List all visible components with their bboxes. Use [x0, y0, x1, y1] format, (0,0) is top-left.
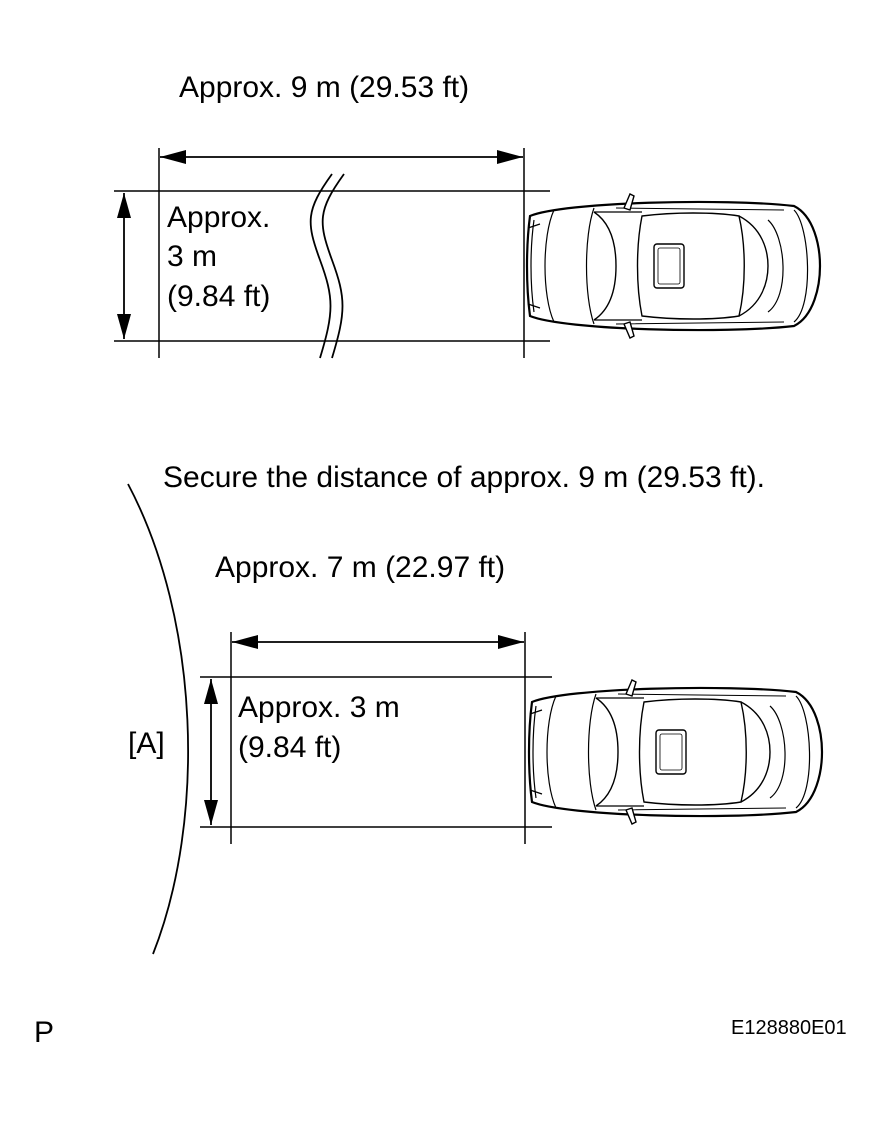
- top-width-arrow-down: [117, 314, 131, 339]
- top-break-symbol-left: [309, 173, 333, 359]
- bottom-length-label: Approx. 7 m (22.97 ft): [215, 551, 506, 584]
- bottom-length-arrow-left: [232, 635, 258, 649]
- area-a-curve: [127, 483, 189, 955]
- top-break-symbol-right: [321, 173, 345, 359]
- top-length-arrow-left: [160, 150, 186, 164]
- top-car-illustration: [525, 192, 822, 340]
- page-marker: P: [34, 1016, 55, 1049]
- bottom-width-label-line2: (9.84 ft): [238, 731, 342, 764]
- bottom-width-arrow-down: [204, 800, 218, 825]
- top-length-label: Approx. 9 m (29.53 ft): [179, 71, 470, 104]
- bottom-width-arrow-up: [204, 679, 218, 704]
- top-width-label-line1: Approx.: [167, 201, 271, 234]
- top-diagram: [114, 148, 822, 359]
- bottom-width-label-line1: Approx. 3 m: [238, 691, 400, 724]
- top-width-arrow-up: [117, 193, 131, 218]
- bottom-diagram: [127, 483, 824, 955]
- bottom-length-arrow-right: [498, 635, 524, 649]
- instruction-text: Secure the distance of approx. 9 m (29.5…: [163, 461, 765, 494]
- figure-code: E128880E01: [731, 1017, 847, 1039]
- bottom-car-illustration: [527, 678, 824, 826]
- top-length-arrow-right: [497, 150, 523, 164]
- top-width-label-line2: 3 m: [167, 240, 218, 273]
- area-a-marker: [A]: [128, 727, 165, 760]
- top-width-label-line3: (9.84 ft): [167, 280, 271, 313]
